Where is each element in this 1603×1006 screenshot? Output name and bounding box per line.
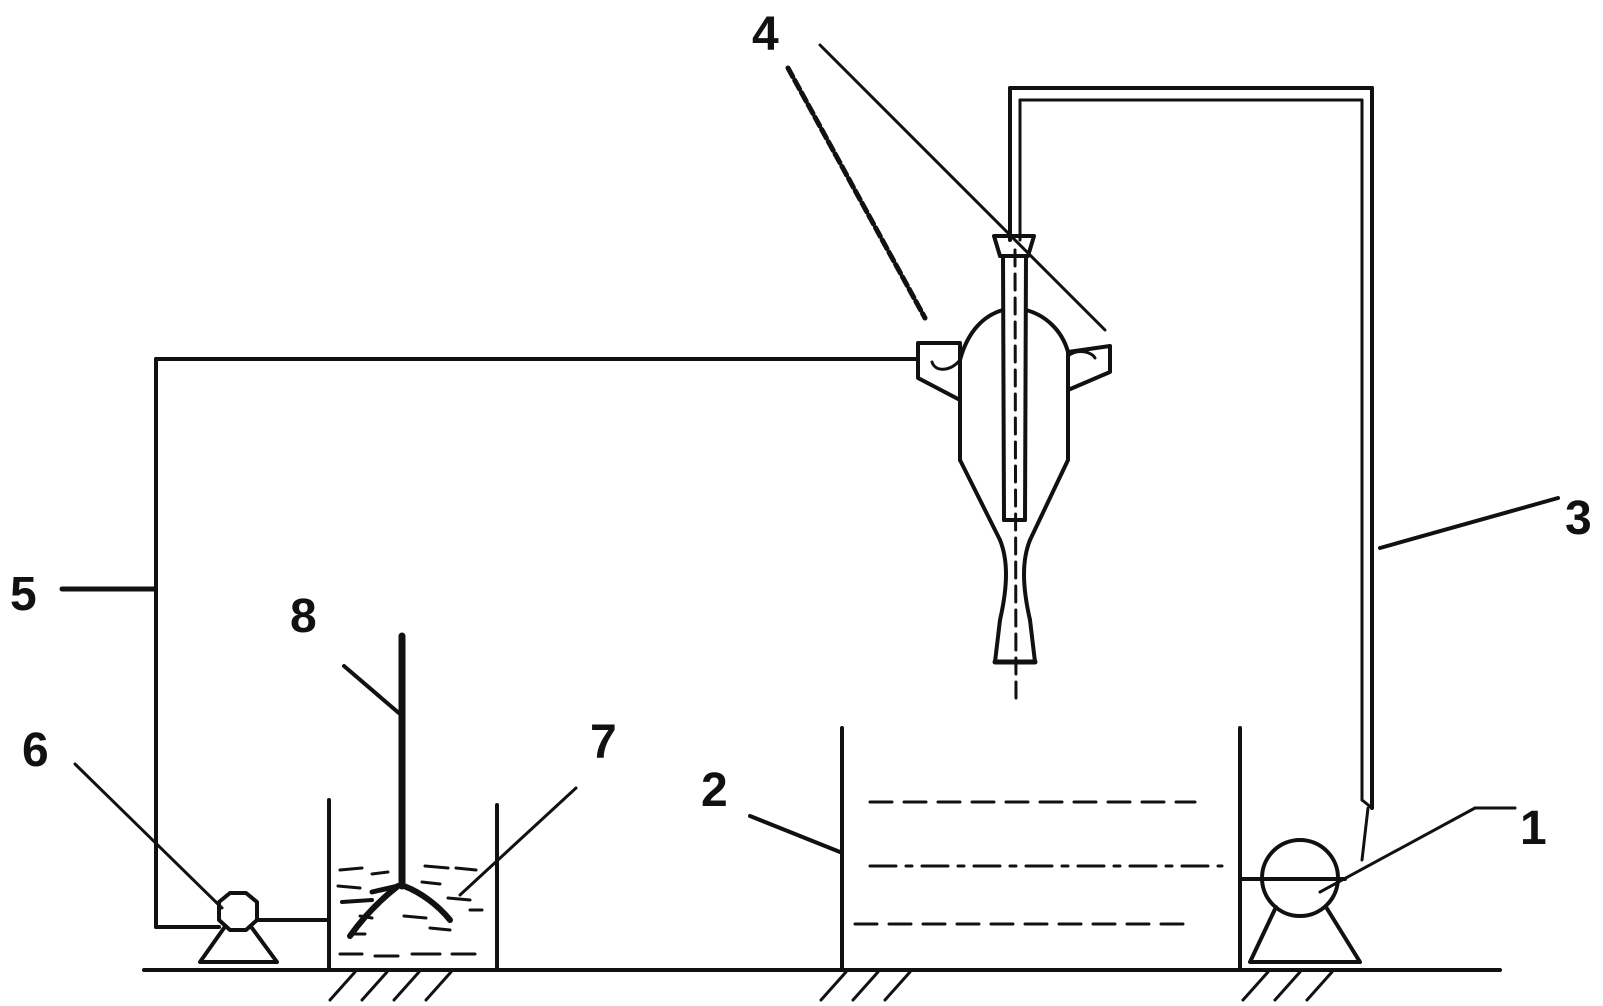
label-2: 2 [701,764,728,817]
ground-hatch-left [328,970,453,1002]
hydrocyclone-4 [916,234,1112,702]
pump-1 [1238,838,1362,964]
ground-hatch-middle [819,970,912,1002]
label-4: 4 [752,8,779,61]
ground-hatch-right [1241,970,1334,1002]
labels: 1 2 3 4 5 6 7 8 [10,8,1592,855]
label-5: 5 [10,568,37,621]
tank-7 [327,632,499,972]
leader-lines [59,43,1560,910]
pipe-5 [154,357,920,929]
label-6: 6 [22,724,49,777]
ground [142,968,1502,1002]
tank-2 [840,726,1242,972]
slurry [336,864,484,958]
pipe-3 [1008,86,1374,862]
label-8: 8 [290,590,317,643]
label-3: 3 [1565,492,1592,545]
label-1: 1 [1520,802,1547,855]
stirrer-8 [347,632,453,939]
label-7: 7 [590,716,617,769]
